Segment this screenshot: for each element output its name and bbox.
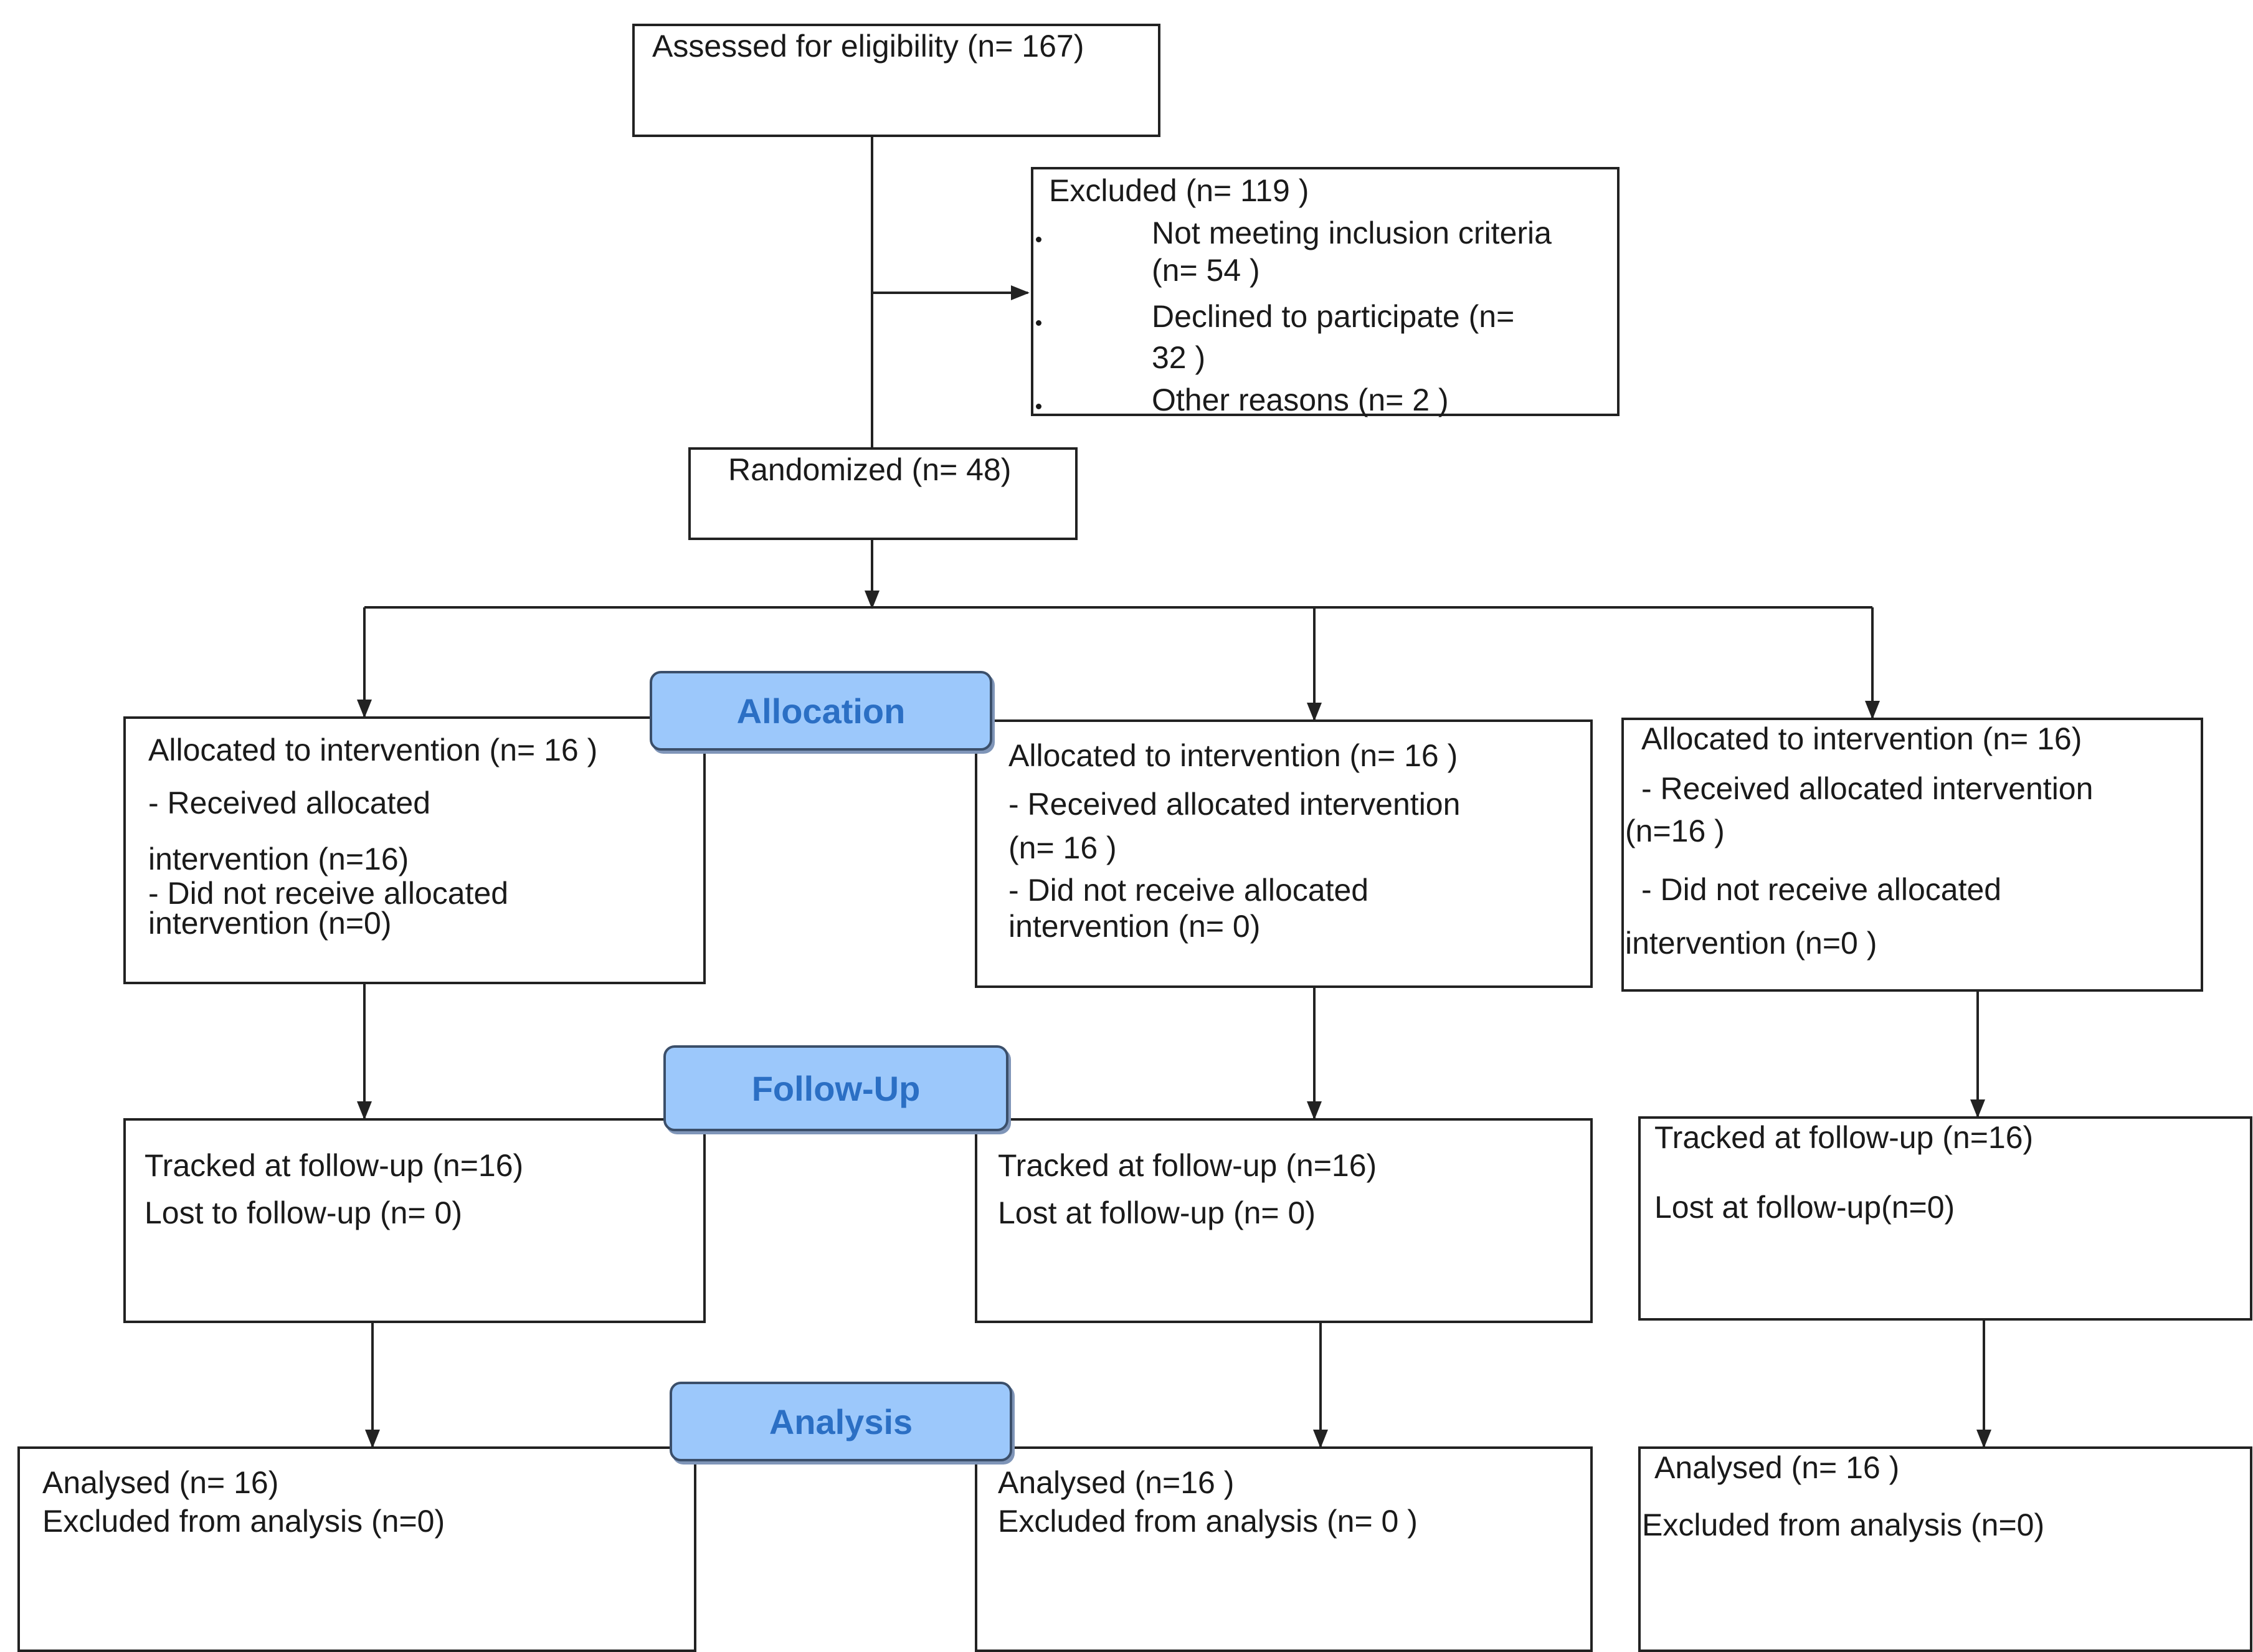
arm1-allocation-line4: - Did not receive allocated [148, 876, 509, 911]
excluded-reason-3: Other reasons (n= 2 ) [1152, 382, 1449, 417]
excluded-reason-1-line1: Not meeting inclusion criteria [1152, 216, 1552, 250]
excluded-reason-1-line2: (n= 54 ) [1152, 253, 1260, 288]
arm2-analysis-box: Analysed (n=16 ) Excluded from analysis … [975, 1446, 1593, 1652]
randomized-label: Randomized (n= 48) [728, 452, 1012, 487]
arm3-analysis-excluded: Excluded from analysis (n=0) [1642, 1507, 2045, 1542]
arm3-analysis-analysed: Analysed (n= 16 ) [1654, 1450, 1900, 1485]
arm1-analysis-analysed: Analysed (n= 16) [42, 1465, 279, 1500]
arm3-allocation-line4: - Did not receive allocated [1641, 872, 2002, 907]
excluded-box: Excluded (n= 119 ) Not meeting inclusion… [1031, 167, 1620, 417]
assessed-label: Assessed for eligibility (n= 167) [652, 29, 1084, 64]
arm1-followup-box: Tracked at follow-up (n=16) Lost to foll… [123, 1118, 706, 1323]
excluded-reason-2-line2: 32 ) [1152, 340, 1206, 375]
arm3-allocation-box: Allocated to intervention (n= 16) - Rece… [1621, 718, 2203, 992]
arm3-followup-box: Tracked at follow-up (n=16) Lost at foll… [1638, 1116, 2252, 1321]
arm3-allocation-line3: (n=16 ) [1625, 814, 1725, 848]
arm1-allocation-line2: - Received allocated [148, 786, 431, 820]
randomized-box: Randomized (n= 48) [688, 447, 1078, 540]
arm1-allocation-box: Allocated to intervention (n= 16 ) - Rec… [123, 716, 706, 984]
arm1-allocation-line5: intervention (n=0) [148, 906, 392, 941]
arm2-analysis-analysed: Analysed (n=16 ) [998, 1465, 1235, 1500]
bullet-icon [1036, 237, 1041, 242]
arm3-allocation-line2: - Received allocated intervention [1641, 771, 2094, 806]
arm2-allocation-line4: - Did not receive allocated [1008, 873, 1369, 908]
excluded-title: Excluded (n= 119 ) [1049, 173, 1309, 208]
arm1-allocation-line3: intervention (n=16) [148, 842, 409, 876]
arm2-allocation-line5: intervention (n= 0) [1008, 909, 1261, 944]
arm2-allocation-line2: - Received allocated intervention [1008, 787, 1461, 822]
excluded-reason-2-line1: Declined to participate (n= [1152, 299, 1515, 334]
arm2-followup-lost: Lost at follow-up (n= 0) [998, 1195, 1316, 1230]
arm2-allocation-line3: (n= 16 ) [1008, 830, 1117, 865]
arm3-allocation-line5: intervention (n=0 ) [1625, 926, 1877, 961]
arm1-analysis-excluded: Excluded from analysis (n=0) [42, 1504, 445, 1539]
stage-followup-label: Follow-Up [663, 1045, 1008, 1131]
arm1-allocation-line1: Allocated to intervention (n= 16 ) [148, 733, 598, 767]
arm2-followup-tracked: Tracked at follow-up (n=16) [998, 1148, 1377, 1183]
arm1-followup-tracked: Tracked at follow-up (n=16) [145, 1148, 524, 1183]
assessed-box: Assessed for eligibility (n= 167) [632, 24, 1160, 137]
arm1-followup-lost: Lost to follow-up (n= 0) [145, 1195, 462, 1230]
arm2-followup-box: Tracked at follow-up (n=16) Lost at foll… [975, 1118, 1593, 1323]
arm2-allocation-line1: Allocated to intervention (n= 16 ) [1008, 738, 1458, 773]
arm3-analysis-box: Analysed (n= 16 ) Excluded from analysis… [1638, 1446, 2252, 1652]
stage-allocation-label: Allocation [650, 671, 992, 751]
arm2-analysis-excluded: Excluded from analysis (n= 0 ) [998, 1504, 1418, 1539]
stage-analysis-label: Analysis [670, 1382, 1012, 1461]
bullet-icon [1036, 320, 1041, 326]
arm3-followup-tracked: Tracked at follow-up (n=16) [1654, 1120, 2034, 1155]
arm3-allocation-line1: Allocated to intervention (n= 16) [1641, 721, 2082, 756]
arm3-followup-lost: Lost at follow-up(n=0) [1654, 1190, 1955, 1225]
arm2-allocation-box: Allocated to intervention (n= 16 ) - Rec… [975, 719, 1593, 988]
bullet-icon [1036, 404, 1041, 409]
arm1-analysis-box: Analysed (n= 16) Excluded from analysis … [17, 1446, 696, 1652]
